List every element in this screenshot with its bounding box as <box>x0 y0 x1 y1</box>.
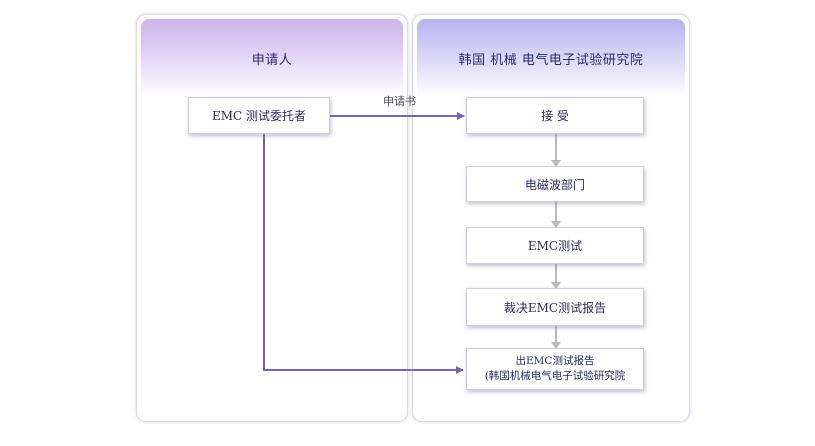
institute-panel-header: 韩国 机械 电气电子试验研究院 <box>417 19 685 97</box>
requester-box: EMC 测试委托者 <box>188 97 330 134</box>
applicant-panel-title: 申请人 <box>251 53 293 68</box>
institute-panel-title: 韩国 机械 电气电子试验研究院 <box>458 53 644 68</box>
receive-box: 接 受 <box>466 97 644 134</box>
department-label: 电磁波部门 <box>524 177 585 192</box>
applicant-panel-header: 申请人 <box>141 19 403 97</box>
application-flow-label: 申请书 <box>383 95 416 108</box>
ruling-box: 裁决EMC测试报告 <box>466 288 644 326</box>
emc-test-label: EMC测试 <box>527 239 583 253</box>
emc-test-box: EMC测试 <box>466 227 644 264</box>
department-box: 电磁波部门 <box>466 166 644 202</box>
issue-report-text: 出EMC测试报告 (韩国机械电气电子试验研究院 <box>485 354 626 384</box>
applicant-panel: 申请人 <box>136 14 408 422</box>
ruling-label: 裁决EMC测试报告 <box>503 300 607 315</box>
arrow-requester-to-issue <box>263 134 464 374</box>
issue-report-box: 出EMC测试报告 (韩国机械电气电子试验研究院 <box>466 348 644 390</box>
issue-report-line1: 出EMC测试报告 <box>515 355 595 367</box>
receive-label: 接 受 <box>541 109 569 123</box>
issue-report-line2: (韩国机械电气电子试验研究院 <box>484 370 626 382</box>
requester-label: EMC 测试委托者 <box>211 109 307 123</box>
